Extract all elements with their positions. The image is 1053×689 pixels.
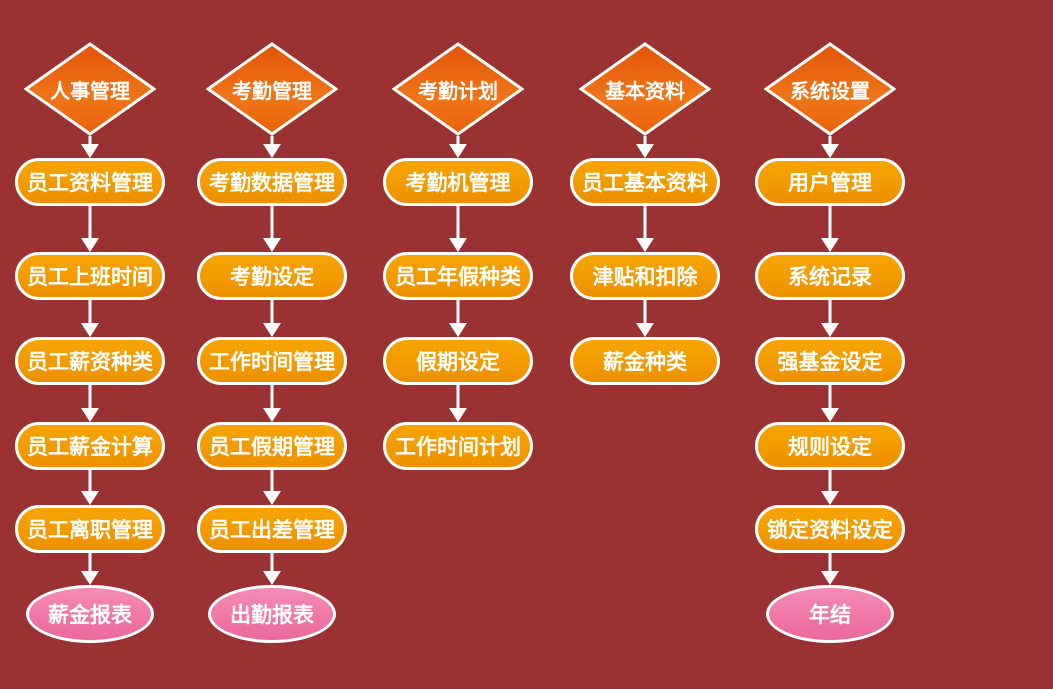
process-node: 员工年假种类 [383, 252, 533, 300]
process-node-label: 员工薪金计算 [27, 436, 153, 459]
diamond-shape [763, 42, 897, 136]
process-node: 假期设定 [383, 337, 533, 385]
diamond-label: 系统设置 [790, 80, 870, 103]
flow-arrow-down-icon [634, 300, 656, 337]
diamond-node-考勤管理: 考勤管理 [205, 42, 339, 136]
process-node: 考勤数据管理 [197, 158, 347, 206]
flow-arrow-down-icon [819, 553, 841, 585]
flow-arrow-down-icon [79, 385, 101, 422]
terminal-node: 薪金报表 [26, 585, 154, 643]
terminal-node-label: 薪金报表 [48, 604, 132, 627]
diamond-shape [391, 42, 525, 136]
process-node-label: 考勤数据管理 [209, 172, 335, 195]
flow-arrow-down-icon [261, 385, 283, 422]
terminal-node-label: 出勤报表 [230, 604, 314, 627]
flow-arrow-down-icon [447, 385, 469, 422]
process-node-label: 工作时间管理 [209, 351, 335, 374]
process-node-label: 员工上班时间 [27, 266, 153, 289]
process-node: 工作时间管理 [197, 337, 347, 385]
process-node: 员工上班时间 [15, 252, 165, 300]
process-node: 工作时间计划 [383, 422, 533, 470]
process-node: 系统记录 [755, 252, 905, 300]
flow-arrow-down-icon [634, 136, 656, 158]
flow-arrow-down-icon [79, 206, 101, 252]
flow-arrow-down-icon [819, 300, 841, 337]
process-node-label: 员工薪资种类 [27, 351, 153, 374]
process-node-label: 强基金设定 [777, 351, 883, 374]
process-node: 薪金种类 [570, 337, 720, 385]
process-node-label: 薪金种类 [603, 351, 687, 374]
diamond-node-基本资料: 基本资料 [578, 42, 712, 136]
process-node-label: 工作时间计划 [395, 436, 521, 459]
process-node-label: 考勤机管理 [405, 172, 511, 195]
process-node: 员工基本资料 [570, 158, 720, 206]
process-node: 规则设定 [755, 422, 905, 470]
flow-arrow-down-icon [79, 553, 101, 585]
process-node: 员工薪资种类 [15, 337, 165, 385]
flow-arrow-down-icon [634, 206, 656, 252]
flow-arrow-down-icon [447, 300, 469, 337]
diamond-node-考勤计划: 考勤计划 [391, 42, 525, 136]
process-node: 员工薪金计算 [15, 422, 165, 470]
process-node: 员工资料管理 [15, 158, 165, 206]
process-node-label: 津贴和扣除 [592, 266, 698, 289]
process-node-label: 考勤设定 [230, 266, 314, 289]
flow-arrow-down-icon [261, 470, 283, 505]
diamond-label: 基本资料 [605, 80, 685, 103]
process-node-label: 员工离职管理 [27, 519, 153, 542]
process-node: 强基金设定 [755, 337, 905, 385]
flow-arrow-down-icon [261, 136, 283, 158]
process-node: 员工假期管理 [197, 422, 347, 470]
diamond-node-人事管理: 人事管理 [23, 42, 157, 136]
flow-arrow-down-icon [79, 470, 101, 505]
terminal-node: 年结 [766, 585, 894, 643]
diamond-node-系统设置: 系统设置 [763, 42, 897, 136]
process-node-label: 用户管理 [788, 172, 872, 195]
flow-arrow-down-icon [79, 136, 101, 158]
terminal-node: 出勤报表 [208, 585, 336, 643]
flow-arrow-down-icon [79, 300, 101, 337]
process-node: 员工出差管理 [197, 505, 347, 553]
process-node-label: 员工年假种类 [395, 266, 521, 289]
terminal-node-label: 年结 [809, 604, 851, 627]
flow-arrow-down-icon [261, 553, 283, 585]
diamond-shape [23, 42, 157, 136]
process-node: 员工离职管理 [15, 505, 165, 553]
diamond-label: 人事管理 [50, 80, 130, 103]
process-node-label: 员工资料管理 [27, 172, 153, 195]
flow-arrow-down-icon [819, 136, 841, 158]
process-node-label: 锁定资料设定 [767, 519, 893, 542]
process-node-label: 员工出差管理 [209, 519, 335, 542]
flow-arrow-down-icon [447, 206, 469, 252]
process-node: 津贴和扣除 [570, 252, 720, 300]
flow-arrow-down-icon [819, 385, 841, 422]
process-node-label: 假期设定 [416, 351, 500, 374]
flow-arrow-down-icon [819, 470, 841, 505]
diamond-label: 考勤计划 [418, 80, 498, 103]
process-node: 锁定资料设定 [755, 505, 905, 553]
process-node-label: 员工基本资料 [582, 172, 708, 195]
flow-arrow-down-icon [261, 206, 283, 252]
diamond-shape [578, 42, 712, 136]
process-node-label: 系统记录 [788, 266, 872, 289]
process-node: 考勤设定 [197, 252, 347, 300]
flow-arrow-down-icon [447, 136, 469, 158]
diamond-label: 考勤管理 [232, 80, 312, 103]
diamond-shape [205, 42, 339, 136]
process-node-label: 员工假期管理 [209, 436, 335, 459]
flow-arrow-down-icon [261, 300, 283, 337]
process-node: 用户管理 [755, 158, 905, 206]
process-node-label: 规则设定 [788, 436, 872, 459]
flow-arrow-down-icon [819, 206, 841, 252]
process-node: 考勤机管理 [383, 158, 533, 206]
